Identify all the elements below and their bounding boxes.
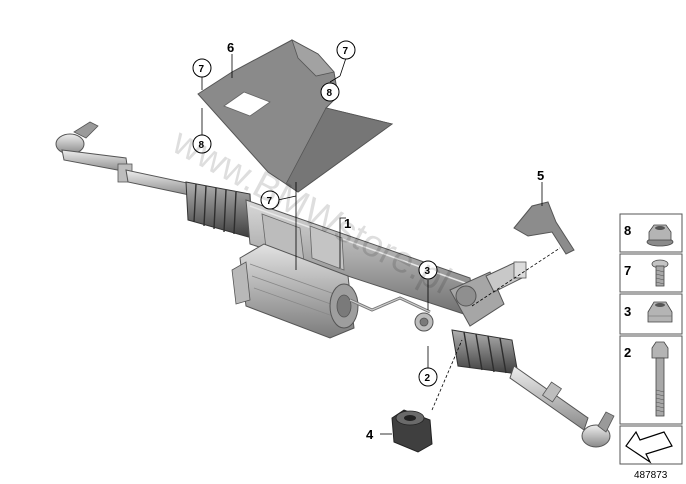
pinion-valve	[414, 261, 527, 332]
callout-circle-8	[320, 82, 340, 102]
callout-circle-3	[418, 260, 438, 280]
callout-label-2: 2	[425, 373, 431, 384]
hardware-label-8: 8	[624, 223, 631, 238]
electric-motor	[231, 243, 359, 339]
figure-number: 487873	[634, 470, 668, 481]
callout-label-8: 8	[327, 88, 333, 99]
callout-label-7: 7	[267, 196, 273, 207]
callout-label-1: 1	[344, 216, 351, 231]
callout-label-4: 4	[366, 427, 374, 442]
self-locking-nut-icon	[647, 301, 673, 323]
arrow-icon	[625, 430, 673, 464]
callout-label-8: 8	[199, 140, 205, 151]
callout-label-6: 6	[227, 40, 234, 55]
rack-housing	[245, 199, 477, 319]
callout-label-5: 5	[537, 168, 544, 183]
rubber-bushing	[391, 409, 433, 453]
pipe-line	[349, 296, 431, 314]
callout-circle-2	[418, 367, 438, 387]
boot-right	[451, 329, 519, 375]
hardware-label-2: 2	[624, 345, 631, 360]
bracket-part-5	[513, 201, 575, 255]
callout-label-7: 7	[199, 64, 205, 75]
callouts: 6 7 8 7 8 7 1 5 3 2 4	[192, 40, 544, 442]
flange-nut-icon	[646, 224, 674, 247]
tie-rod-end-right	[509, 365, 615, 448]
callout-circle-7	[260, 190, 280, 210]
callout-label-7: 7	[343, 46, 349, 57]
tie-rod-end-left	[55, 121, 195, 197]
hardware-panel: 8 7 3 2	[619, 213, 683, 465]
hardware-cell-2	[619, 335, 683, 425]
callout-circle-7	[336, 40, 356, 60]
hex-bolt-long-icon	[651, 341, 669, 417]
bolt-short-icon	[651, 259, 669, 287]
hardware-cell-7	[619, 253, 683, 293]
heat-shield	[197, 39, 394, 193]
leader-lines	[201, 54, 561, 435]
hardware-label-7: 7	[624, 263, 631, 278]
callout-circle-7	[192, 58, 212, 78]
callout-circle-8	[192, 134, 212, 154]
callout-label-3: 3	[425, 266, 431, 277]
hardware-label-3: 3	[624, 304, 631, 319]
